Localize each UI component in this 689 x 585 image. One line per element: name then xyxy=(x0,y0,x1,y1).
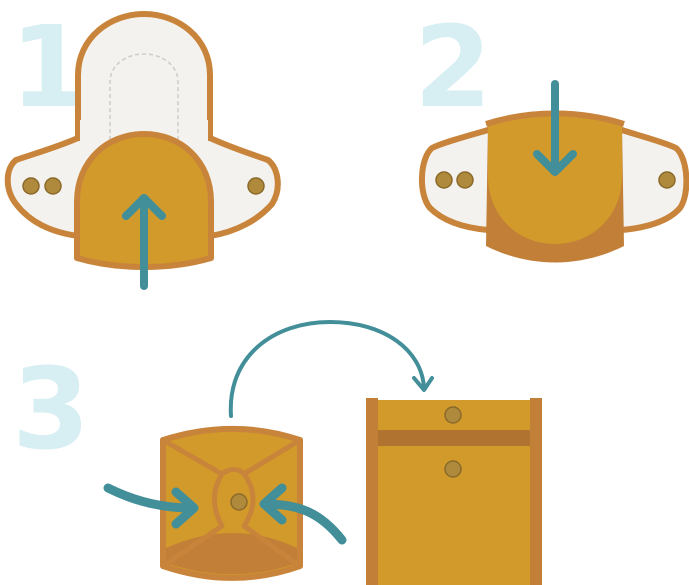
snap-button-icon xyxy=(231,494,247,510)
snap-button-icon xyxy=(436,172,452,188)
step-3-illustration xyxy=(108,322,542,585)
diaper-back-panel xyxy=(78,14,210,138)
snap-button-icon xyxy=(659,172,675,188)
step-3-number: 3 xyxy=(12,345,90,475)
snap-button-icon xyxy=(23,178,39,194)
step-2-number: 2 xyxy=(414,3,492,133)
diaper-cover-pouch xyxy=(366,398,542,585)
snap-button-icon xyxy=(248,178,264,194)
snap-button-icon xyxy=(457,172,473,188)
snap-button-icon xyxy=(445,461,461,477)
snap-button-icon xyxy=(45,178,61,194)
curved-arrow-icon xyxy=(108,488,194,524)
snap-button-icon xyxy=(445,407,461,423)
